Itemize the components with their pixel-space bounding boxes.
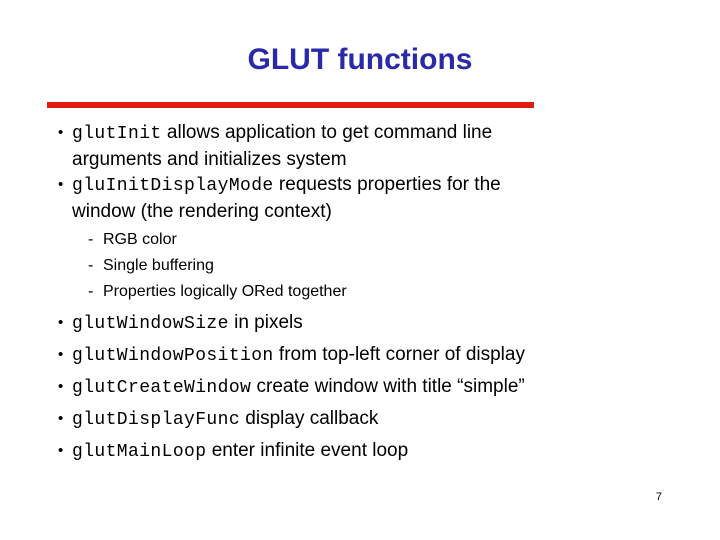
list-item: • glutMainLoop enter infinite event loop xyxy=(0,438,720,465)
list-item-text: enter infinite event loop xyxy=(206,440,409,461)
code-token: glutCreateWindow xyxy=(72,378,252,398)
list-item-text: display callback xyxy=(240,408,379,429)
bullet-marker: • xyxy=(58,378,64,395)
code-token: glutInit xyxy=(72,124,162,144)
bullet-marker: • xyxy=(58,346,64,363)
list-item-text: requests properties for the xyxy=(273,174,501,195)
bullet-marker: • xyxy=(58,314,64,331)
list-item: • glutWindowSize in pixels xyxy=(0,310,720,337)
sub-list-item: - Properties logically ORed together xyxy=(0,279,720,305)
bullet-marker: • xyxy=(58,176,64,193)
list-item-text: allows application to get command line xyxy=(161,122,493,143)
list-item: • glutInit allows application to get com… xyxy=(0,120,720,147)
page-title: GLUT functions xyxy=(247,43,473,76)
list-item-continuation: window (the rendering context) xyxy=(0,199,720,224)
dash-marker: - xyxy=(88,231,94,248)
sub-list-item: - Single buffering xyxy=(0,253,720,279)
code-token: glutDisplayFunc xyxy=(72,410,241,430)
code-token: glutWindowSize xyxy=(72,314,229,334)
list-item: • gluInitDisplayMode requests properties… xyxy=(0,172,720,199)
list-item: • glutDisplayFunc display callback xyxy=(0,406,720,433)
continuation-prefix: window (the xyxy=(72,201,179,222)
slide-body: • glutInit allows application to get com… xyxy=(0,120,720,465)
sub-list-item-text: RGB color xyxy=(103,231,177,248)
sub-list-item-text: Properties logically ORed together xyxy=(103,283,347,300)
continuation-emphasis: rendering context xyxy=(178,201,326,222)
list-item-text: in pixels xyxy=(228,312,303,333)
sub-list-item-text: Single buffering xyxy=(103,257,214,274)
title-divider xyxy=(47,102,534,108)
list-item: • glutCreateWindow create window with ti… xyxy=(0,374,720,401)
bullet-marker: • xyxy=(58,410,64,427)
sub-list-item: - RGB color xyxy=(0,227,720,253)
code-token: gluInitDisplayMode xyxy=(72,176,274,196)
bullet-marker: • xyxy=(58,124,64,141)
list-item-continuation: arguments and initializes system xyxy=(72,149,347,170)
bullet-marker: • xyxy=(58,442,64,459)
list-item-text: from top-left corner of display xyxy=(273,344,525,365)
code-token: glutWindowPosition xyxy=(72,346,274,366)
page-number: 7 xyxy=(655,491,662,503)
list-item-text: create window with title “simple” xyxy=(251,376,525,397)
list-item: • glutWindowPosition from top-left corne… xyxy=(0,342,720,369)
continuation-suffix: ) xyxy=(325,201,332,222)
dash-marker: - xyxy=(88,257,94,274)
code-token: glutMainLoop xyxy=(72,442,207,462)
dash-marker: - xyxy=(88,283,94,300)
